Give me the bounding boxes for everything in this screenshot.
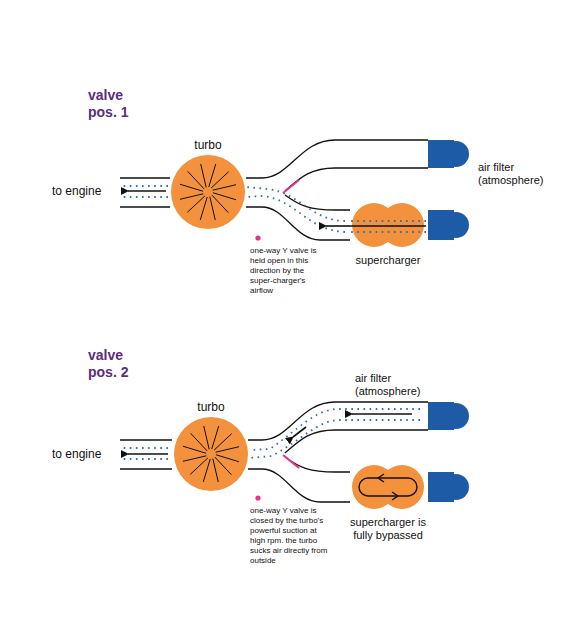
y-valve-flap: [283, 455, 299, 468]
air-filter: [428, 140, 469, 240]
air-filter: [428, 402, 469, 502]
turbo-wheel: [170, 154, 246, 230]
turbo-unit: turbo: [168, 138, 248, 230]
supercharger-rotors: [350, 201, 426, 249]
supercharger-rotors: [350, 463, 426, 511]
part-name: air filter (atmosphere): [478, 161, 562, 187]
turbo-unit: turbo: [171, 400, 251, 492]
part-name: supercharger: [342, 254, 434, 267]
airflow-dots: [122, 409, 420, 459]
valve-pointer-dot: [255, 235, 260, 240]
valve-pointer-dot: [255, 495, 260, 500]
turbo-wheel: [173, 416, 249, 492]
y-valve-flap: [283, 180, 299, 193]
supercharger-unit: supercharger: [338, 201, 438, 267]
flow-arrow: [128, 414, 412, 454]
flow-label: to engine: [52, 447, 116, 461]
part-name: turbo: [194, 138, 221, 154]
part-name: air filter (atmosphere): [355, 372, 435, 398]
supercharger-unit: supercharger is fully bypassed: [338, 463, 438, 542]
note-text: one-way Y valve is held open in this dir…: [250, 246, 328, 296]
flow-label: to engine: [52, 184, 116, 198]
panel-heading: valve pos. 2: [88, 347, 140, 381]
panel-heading: valve pos. 1: [88, 87, 140, 121]
part-name: turbo: [197, 400, 224, 416]
note-text: one-way Y valve is closed by the turbo's…: [250, 506, 330, 566]
part-name: supercharger is fully bypassed: [342, 516, 434, 542]
